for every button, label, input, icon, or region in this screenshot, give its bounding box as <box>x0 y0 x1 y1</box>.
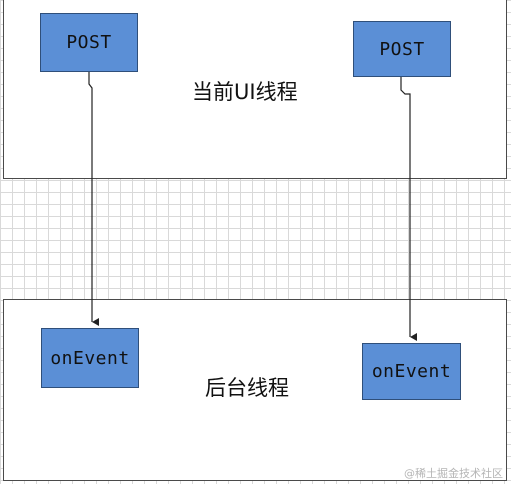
onevent-node-right: onEvent <box>362 343 461 400</box>
post-node-right: POST <box>353 21 451 77</box>
post-node-right-label: POST <box>379 38 425 60</box>
onevent-node-left-label: onEvent <box>50 347 130 369</box>
post-node-left: POST <box>40 13 138 72</box>
ui-thread-label: 当前UI线程 <box>192 80 298 104</box>
background-thread-label: 后台线程 <box>205 376 289 400</box>
onevent-node-left: onEvent <box>41 328 139 388</box>
post-node-left-label: POST <box>66 32 112 53</box>
onevent-node-right-label: onEvent <box>371 361 452 382</box>
watermark: @稀土掘金技术社区 <box>404 467 503 480</box>
